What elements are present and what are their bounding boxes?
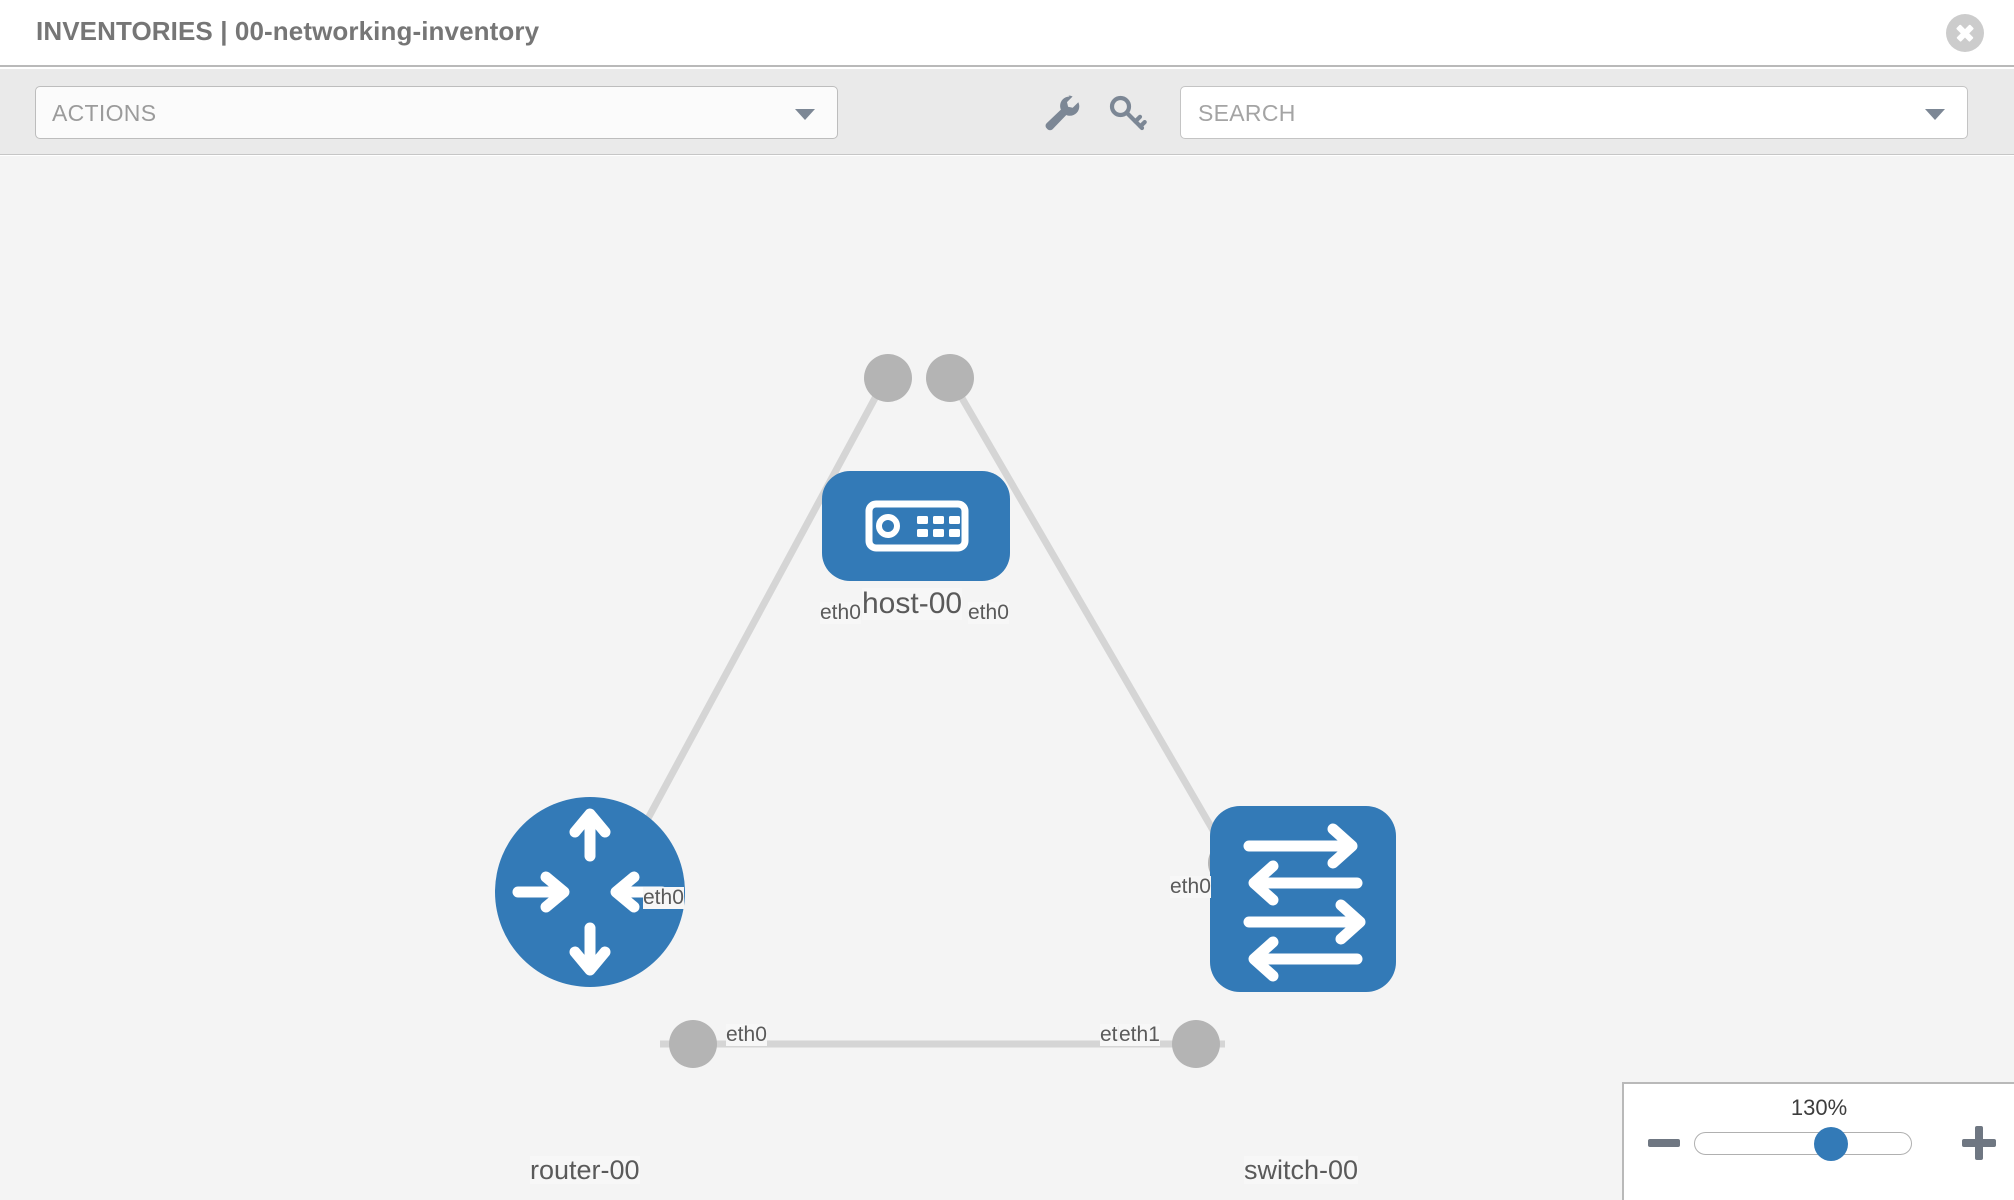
node-label-host-00: host-00 — [862, 587, 963, 620]
wrench-icon[interactable] — [1038, 91, 1082, 135]
topology-graph — [495, 354, 1396, 1068]
zoom-control-panel: 130% — [1622, 1082, 2014, 1200]
interface-label-router00-east: eth0 — [726, 1023, 767, 1047]
interface-label-switch00-west-eth1: eth1 — [1119, 1023, 1160, 1047]
zoom-slider-handle[interactable] — [1814, 1126, 1849, 1161]
search-input[interactable]: SEARCH — [1180, 86, 1968, 139]
interface-label-host00-left: eth0 — [820, 601, 861, 625]
interface-label-switch00-north: eth0 — [1170, 875, 1211, 899]
toolbar: ACTIONS SEARCH — [0, 69, 2014, 155]
interface-label-router00-north: eth0 — [643, 886, 684, 910]
connector-host00-right — [926, 354, 974, 402]
page-header: INVENTORIES | 00-networking-inventory — [0, 0, 2014, 67]
actions-dropdown-label: ACTIONS — [52, 100, 157, 126]
topology-connectors — [669, 354, 1256, 1068]
zoom-in-button[interactable] — [1962, 1126, 1996, 1160]
connector-router00-east — [669, 1020, 717, 1068]
connector-switch00-west — [1172, 1020, 1220, 1068]
zoom-level-label: 130% — [1790, 1095, 1848, 1120]
interface-label-host00-right: eth0 — [968, 601, 1009, 625]
zoom-out-button[interactable] — [1647, 1126, 1681, 1160]
edge-host00-router00 — [621, 372, 892, 863]
node-label-switch-00: switch-00 — [1244, 1155, 1359, 1185]
node-switch-00 — [1210, 806, 1396, 992]
search-placeholder: SEARCH — [1198, 100, 1296, 126]
server-appliance-icon — [865, 500, 969, 552]
chevron-down-icon — [1925, 108, 1945, 120]
connector-host00-left — [864, 354, 912, 402]
topology-canvas[interactable]: eth0 host-00 eth0 eth0 eth0 eth0 eth0 et… — [0, 156, 2014, 1200]
node-label-router-00: router-00 — [530, 1155, 640, 1185]
chevron-down-icon — [795, 108, 815, 120]
actions-dropdown[interactable]: ACTIONS — [35, 86, 838, 139]
bidirectional-arrows-icon — [1243, 823, 1366, 982]
node-host-00 — [822, 471, 1010, 581]
zoom-slider[interactable] — [1694, 1126, 1912, 1161]
close-icon[interactable] — [1946, 14, 1984, 52]
node-router-00 — [495, 797, 685, 987]
key-icon[interactable] — [1105, 91, 1149, 135]
edge-host00-switch00 — [944, 372, 1232, 858]
page-title: INVENTORIES | 00-networking-inventory — [36, 16, 540, 46]
